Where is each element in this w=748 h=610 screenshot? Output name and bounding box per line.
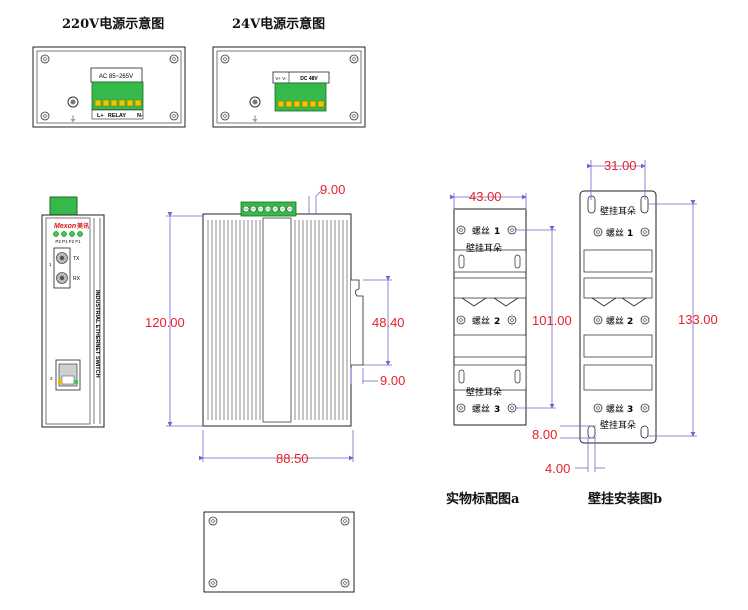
svg-text:螺丝: 螺丝 [606, 403, 624, 415]
svg-text:2: 2 [494, 317, 500, 327]
power-panel-220v: ⏚ AC 85~265V L+ RELAY N- [32, 46, 186, 128]
bracket-a: 螺丝 1 壁挂耳朵 螺丝 2 壁挂耳朵 螺丝 3 [453, 208, 527, 426]
dim-screw-spacing: 101.00 [532, 313, 572, 328]
bracket-b: 壁挂耳朵 螺丝 1 螺丝 2 螺丝 3 壁挂耳朵 [579, 190, 657, 444]
brand-logo: Mexon [54, 223, 76, 230]
svg-text:螺丝: 螺丝 [472, 315, 490, 327]
svg-text:2: 2 [627, 317, 633, 327]
heatsink-fins [207, 220, 348, 420]
svg-text:⏚: ⏚ [70, 115, 77, 123]
svg-text:螺丝: 螺丝 [472, 225, 490, 237]
svg-text:DC 48V: DC 48V [300, 76, 318, 82]
dimension-lines-side [166, 189, 392, 462]
svg-text:壁挂耳朵: 壁挂耳朵 [466, 386, 502, 398]
switch-front-panel: Mexon 美讯 P2 P1 F2 F1 1 TX RX 2 INDUSTRIA… [41, 196, 105, 428]
svg-text:1: 1 [627, 229, 633, 239]
svg-text:壁挂耳朵: 壁挂耳朵 [600, 205, 636, 217]
svg-text:RX: RX [73, 276, 81, 282]
dim-hole-offset: 8.00 [532, 427, 558, 442]
dim-mount-height: 133.00 [678, 312, 718, 327]
title-220v: 220V电源示意图 [62, 17, 165, 32]
dim-hole-width: 4.00 [545, 461, 571, 476]
svg-text:V+ V-: V+ V- [275, 76, 287, 81]
svg-text:RELAY: RELAY [108, 113, 126, 119]
dimension-lines-bracket-b [560, 160, 697, 472]
title-24v: 24V电源示意图 [232, 17, 326, 32]
dim-rail-height: 48.40 [372, 315, 405, 330]
svg-text:N-: N- [137, 113, 143, 119]
svg-text:3: 3 [627, 405, 633, 415]
switch-bottom-view [203, 511, 355, 593]
svg-text:美讯: 美讯 [76, 222, 89, 230]
dim-top-gap: 9.00 [320, 182, 346, 197]
terminal-pins-24v [277, 100, 325, 108]
svg-text:2: 2 [50, 376, 53, 381]
svg-text:螺丝: 螺丝 [606, 227, 624, 239]
dim-rail-depth: 9.00 [380, 373, 406, 388]
svg-text:L+: L+ [97, 113, 104, 119]
svg-text:1: 1 [49, 262, 52, 267]
dim-height: 120.00 [145, 315, 185, 330]
vertical-product-label: INDUSTRIAL ETHERNET SWITCH [94, 290, 100, 378]
dim-bracket-width: 43.00 [469, 189, 502, 204]
power-panel-24v: ⏚ V+ V- DC 48V [212, 46, 366, 128]
terminal-pins-220v [94, 99, 142, 107]
title-wall-b: 壁挂安装图b [588, 492, 663, 507]
ac-voltage-label: AC 85~265V [99, 74, 133, 80]
svg-text:P2 P1 F2 F1: P2 P1 F2 F1 [55, 239, 81, 244]
svg-text:TX: TX [73, 256, 80, 262]
dim-depth: 88.50 [276, 451, 309, 466]
svg-text:壁挂耳朵: 壁挂耳朵 [466, 242, 502, 254]
dimension-lines-bracket-a [450, 193, 556, 409]
svg-text:1: 1 [494, 227, 500, 237]
switch-side-view [202, 201, 364, 427]
dim-ear-spacing: 31.00 [604, 158, 637, 173]
svg-text:3: 3 [494, 405, 500, 415]
side-terminal-pins [242, 205, 294, 213]
svg-text:壁挂耳朵: 壁挂耳朵 [600, 419, 636, 431]
svg-text:螺丝: 螺丝 [606, 315, 624, 327]
svg-text:⏚: ⏚ [252, 115, 259, 123]
title-photo-a: 实物标配图a [446, 492, 520, 507]
svg-text:螺丝: 螺丝 [472, 403, 490, 415]
